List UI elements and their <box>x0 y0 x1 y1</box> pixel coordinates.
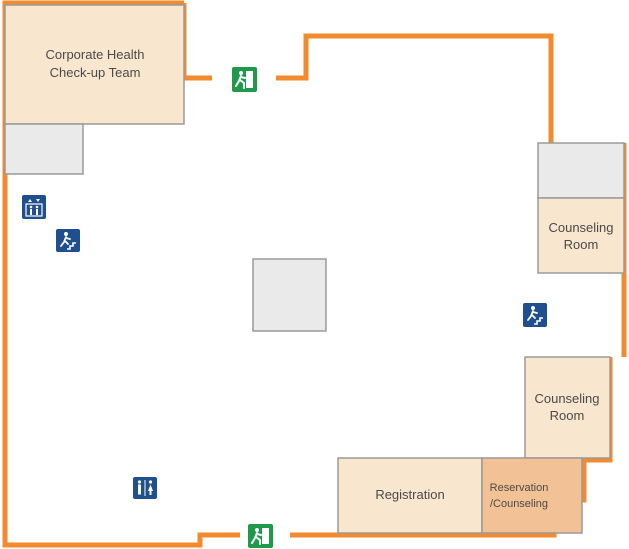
room-reservation[interactable]: Reservation /Counseling <box>481 457 583 534</box>
room-health-checkup[interactable]: Corporate Health Check-up Team <box>4 4 185 125</box>
room-registration[interactable]: Registration <box>337 457 483 534</box>
room-health-checkup-box <box>4 4 185 125</box>
elevator-icon <box>22 195 46 219</box>
stairs-steps <box>534 317 543 325</box>
restroom-woman-head <box>148 480 153 484</box>
restroom-woman-body <box>148 484 153 491</box>
exit-sign-body <box>251 532 262 545</box>
room-registration-label: Registration <box>375 487 444 502</box>
elevator-bg <box>22 195 46 219</box>
exit-sign-head <box>239 71 243 75</box>
room-counseling-upper[interactable]: Counseling Room <box>537 197 625 274</box>
exit-sign-body <box>235 75 246 89</box>
stairs-icon <box>523 303 547 327</box>
elevator-person-2 <box>35 205 39 209</box>
room-reservation-label-2: /Counseling <box>490 498 548 510</box>
stairs-person-body <box>60 236 71 247</box>
room-counseling-upper-box <box>537 197 625 274</box>
stairs-person-head <box>531 306 535 310</box>
emergency-exit-icon <box>248 524 273 548</box>
elevator-person-1 <box>29 205 33 209</box>
restroom-man-head <box>137 480 142 484</box>
room-counseling-lower-label-1: Counseling <box>534 391 599 406</box>
exit-sign-door <box>246 71 253 88</box>
emergency-exit-icon <box>232 67 257 92</box>
stairs-person-body <box>527 310 538 321</box>
room-registration-box <box>337 457 483 534</box>
room-reservation-label-1: Reservation <box>490 482 549 494</box>
exit-sign-head <box>255 528 259 532</box>
elevator-door <box>25 203 43 217</box>
stairs-bg <box>523 303 547 327</box>
stairs-icon <box>56 229 80 252</box>
restroom-man-body <box>138 484 141 495</box>
restroom-woman-legs <box>149 491 152 495</box>
room-counseling-upper-label-2: Room <box>564 237 599 252</box>
stairs-steps <box>67 242 76 250</box>
elevator-arrow-up <box>28 199 32 202</box>
core-block-right <box>537 142 625 199</box>
wall-top-right <box>276 33 554 143</box>
restroom-icon <box>133 477 157 499</box>
stairs-bg <box>56 229 80 252</box>
room-reservation-box <box>481 457 583 534</box>
stairs-person-head <box>64 232 68 236</box>
room-health-checkup-label-1: Corporate Health <box>46 47 145 62</box>
room-counseling-lower-label-2: Room <box>550 408 585 423</box>
exit-sign-door <box>262 528 269 544</box>
room-counseling-lower[interactable]: Counseling Room <box>524 356 611 459</box>
room-health-checkup-label-2: Check-up Team <box>50 65 141 80</box>
elevator-arrow-down <box>36 199 40 202</box>
room-counseling-upper-label-1: Counseling <box>548 220 613 235</box>
central-column <box>252 258 327 332</box>
elevator-person-2-body <box>36 209 38 215</box>
core-block-left <box>4 123 84 175</box>
elevator-person-1-body <box>30 209 32 215</box>
